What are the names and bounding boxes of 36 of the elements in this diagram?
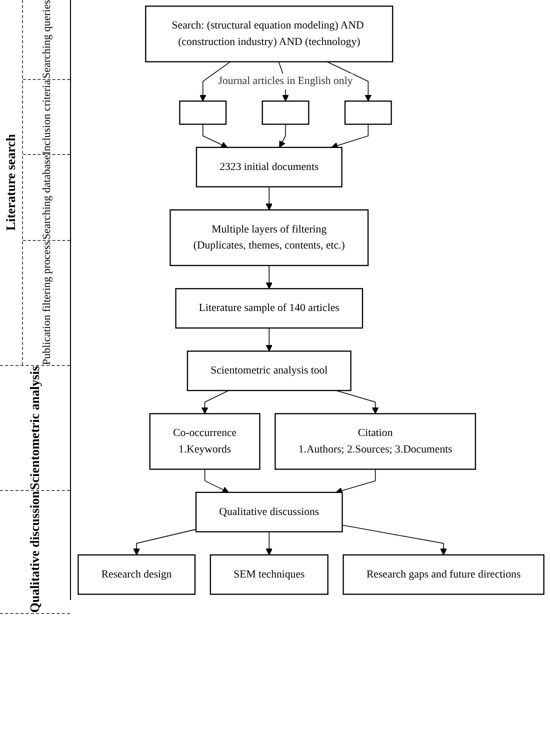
arrow	[198, 61, 230, 102]
node-box: Multiple layers of filtering (Duplicates, themes, contents, etc.)	[169, 209, 368, 266]
arrow	[204, 468, 228, 493]
section-label: Searching database	[40, 155, 52, 240]
arrow	[335, 468, 376, 494]
arrow	[326, 61, 372, 102]
arrow	[265, 328, 272, 352]
node-box	[261, 100, 309, 125]
node-box: Literature sample of 140 articles	[174, 288, 363, 329]
arrow	[278, 124, 286, 148]
node-box: Qualitative discussions	[194, 492, 342, 532]
section-label: Qualitative discussion	[27, 490, 43, 613]
arrow	[265, 186, 272, 210]
section-label: Searching queries	[40, 0, 52, 78]
section-label: Literature search	[3, 134, 19, 231]
node-box: Search: (structural equation modeling) AND (construction industry) AND (technology)	[144, 6, 393, 62]
arrow	[265, 265, 272, 289]
node-box: Research design	[77, 554, 196, 595]
node-box: Co-occurrence 1.Keywords	[148, 413, 260, 470]
section-label: Scientometric analysis	[27, 366, 43, 490]
node-box: 2323 initial documents	[195, 146, 342, 188]
node-box: Scientometric analysis tool	[186, 350, 351, 392]
node-box	[178, 100, 226, 125]
arrow	[330, 124, 368, 149]
arrow	[132, 528, 196, 556]
arrow	[265, 531, 272, 556]
section-label: Publication filtering process	[40, 240, 52, 365]
node-box: Citation 1.Authors; 2.Sources; 3.Documents	[274, 413, 476, 470]
arrow	[341, 524, 446, 556]
section-label: Inclusion criteria	[40, 80, 52, 154]
arrow	[200, 390, 229, 414]
edge-label: Journal articles in English only	[218, 76, 352, 88]
node-box	[344, 100, 392, 125]
node-box: SEM techniques	[209, 554, 328, 595]
node-box: Research gaps and future directions	[342, 554, 544, 595]
arrow	[202, 124, 228, 148]
